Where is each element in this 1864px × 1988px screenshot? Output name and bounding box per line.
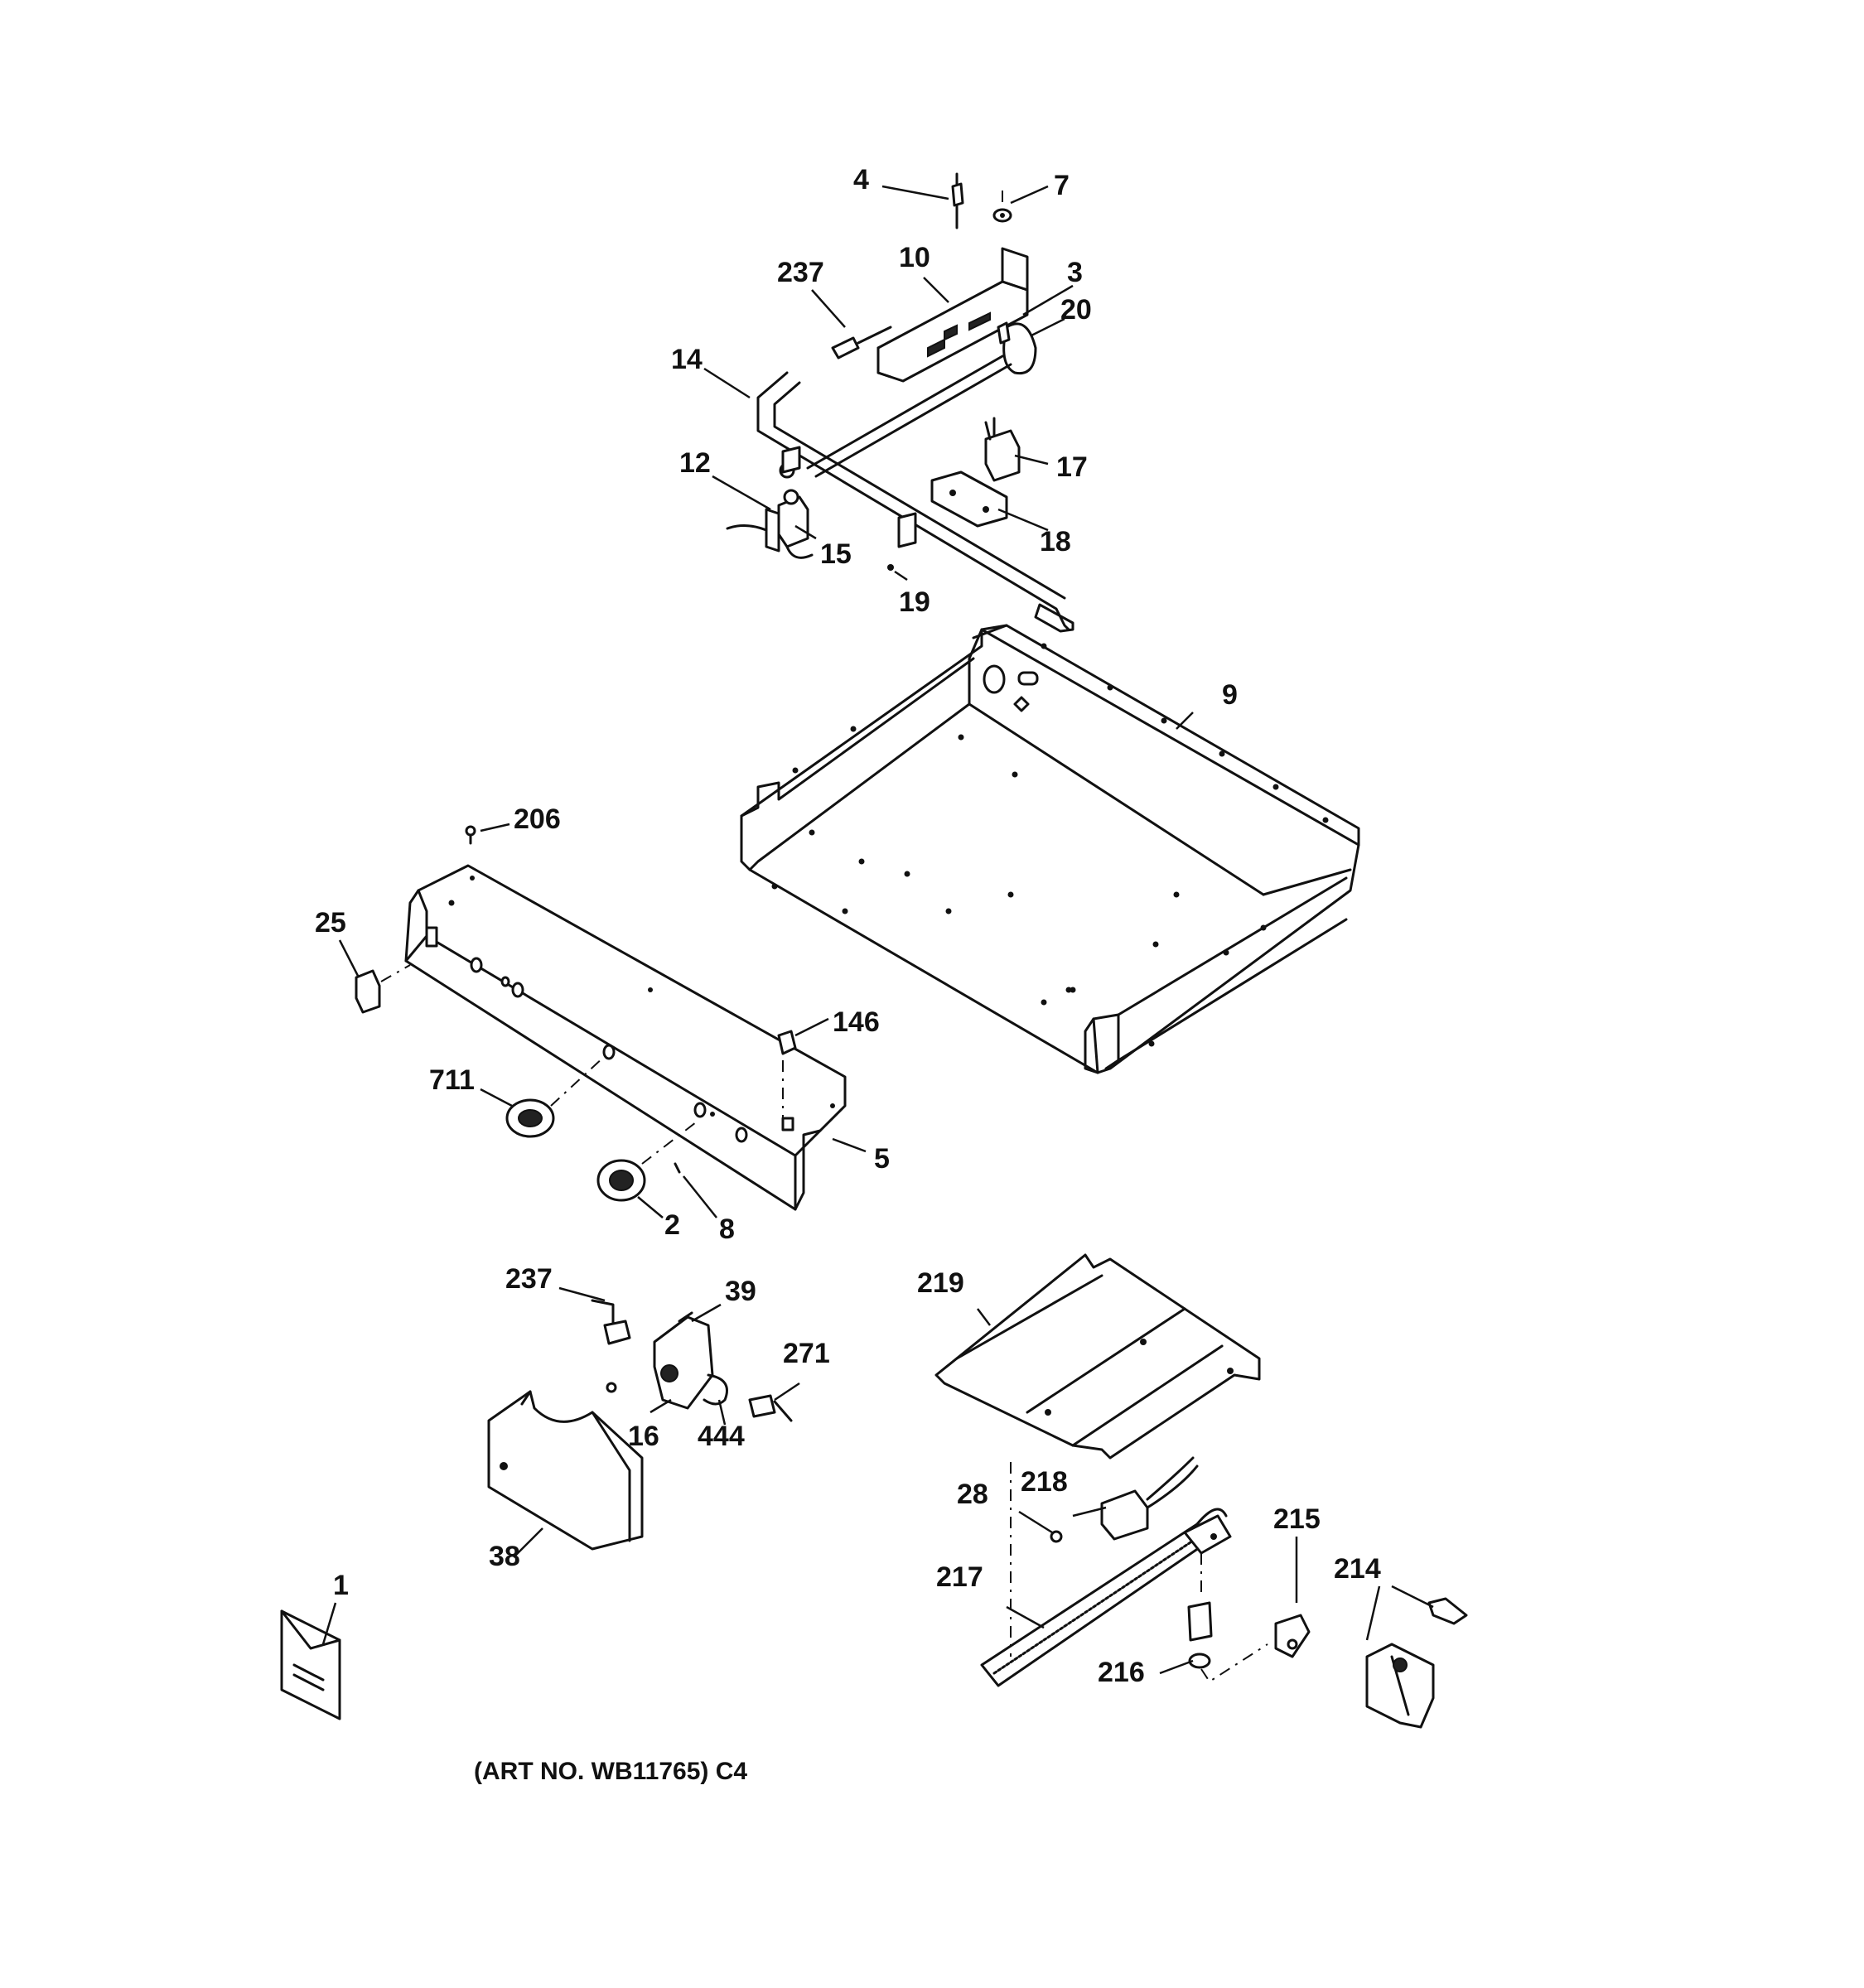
callout-25: 25 bbox=[315, 907, 346, 939]
art-number-caption: (ART NO. WB11765) C4 bbox=[474, 1758, 747, 1785]
burner-box bbox=[740, 624, 1360, 1074]
part-146-clip bbox=[777, 1030, 797, 1122]
callout-10: 10 bbox=[899, 242, 930, 273]
callout-1: 1 bbox=[333, 1570, 349, 1601]
part-38-shield bbox=[487, 1390, 644, 1551]
callout-2: 2 bbox=[664, 1209, 680, 1241]
part-215-bracket bbox=[1274, 1614, 1311, 1658]
callout-7: 7 bbox=[1054, 170, 1070, 201]
callout-8: 8 bbox=[719, 1214, 735, 1245]
manifold-assembly bbox=[726, 172, 1074, 633]
part-28-nut bbox=[1050, 1530, 1063, 1543]
callout-39: 39 bbox=[725, 1276, 756, 1307]
callout-216: 216 bbox=[1098, 1657, 1145, 1688]
part-206-screw bbox=[465, 825, 476, 845]
callout-28: 28 bbox=[957, 1479, 988, 1510]
callout-20: 20 bbox=[1060, 294, 1092, 326]
part-2-knob bbox=[596, 1122, 697, 1202]
part-217-burner bbox=[980, 1508, 1232, 1687]
callout-labels: 4 7 10 3 237 20 14 12 17 15 18 19 9 206 … bbox=[315, 164, 1381, 1785]
part-8-clip bbox=[674, 1162, 681, 1174]
callout-14: 14 bbox=[671, 344, 703, 375]
callout-214: 214 bbox=[1334, 1553, 1381, 1585]
callout-219: 219 bbox=[917, 1267, 964, 1299]
callout-38: 38 bbox=[489, 1541, 520, 1572]
callout-12: 12 bbox=[679, 447, 711, 479]
callout-711: 711 bbox=[429, 1064, 475, 1096]
callout-17: 17 bbox=[1056, 451, 1088, 483]
callout-3: 3 bbox=[1067, 257, 1083, 288]
part-1-literature-envelope bbox=[280, 1609, 341, 1720]
leader-lines bbox=[321, 185, 1434, 1675]
part-25-switch bbox=[355, 964, 411, 1014]
callout-237-bottom: 237 bbox=[505, 1263, 553, 1295]
callout-444: 444 bbox=[698, 1421, 745, 1452]
part-219-baffle bbox=[934, 1253, 1261, 1460]
callout-15: 15 bbox=[820, 538, 852, 570]
callout-146: 146 bbox=[833, 1006, 880, 1038]
part-216-fitting bbox=[1187, 1553, 1268, 1683]
part-214-switch bbox=[1365, 1597, 1468, 1729]
callout-206: 206 bbox=[514, 803, 561, 835]
callout-18: 18 bbox=[1040, 526, 1071, 557]
callout-4: 4 bbox=[853, 164, 869, 195]
control-panel bbox=[404, 864, 847, 1211]
oven-valve-assembly bbox=[591, 1299, 793, 1422]
callout-215: 215 bbox=[1273, 1503, 1321, 1535]
part-711-knob bbox=[505, 1055, 606, 1138]
part-218-igniter bbox=[1100, 1456, 1199, 1541]
callout-19: 19 bbox=[899, 586, 930, 618]
callout-9: 9 bbox=[1222, 679, 1238, 711]
callout-271: 271 bbox=[783, 1338, 830, 1369]
callout-5: 5 bbox=[874, 1143, 890, 1175]
callout-217: 217 bbox=[936, 1561, 983, 1593]
callout-218: 218 bbox=[1021, 1466, 1068, 1498]
box-holes bbox=[771, 643, 1329, 1047]
callout-237-top: 237 bbox=[777, 257, 824, 288]
callout-16: 16 bbox=[628, 1421, 659, 1452]
